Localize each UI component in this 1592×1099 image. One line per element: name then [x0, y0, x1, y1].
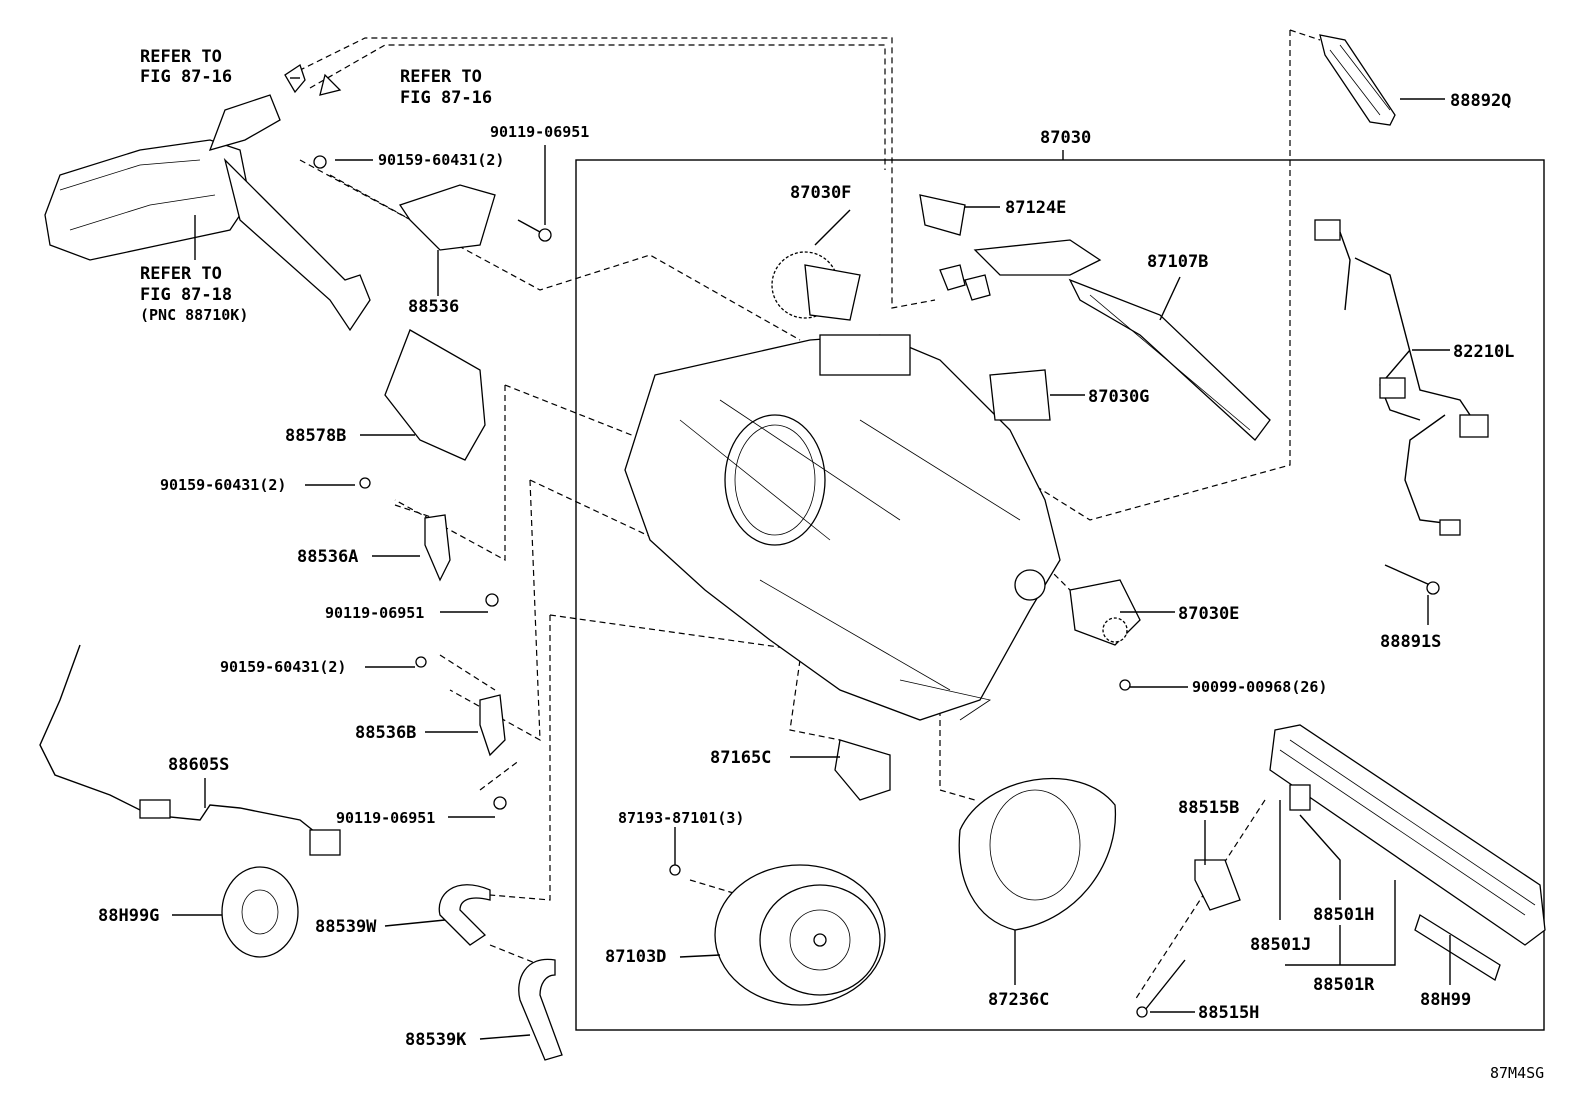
- label-87030f: 87030F: [790, 183, 851, 203]
- label-88h99: 88H99: [1420, 990, 1471, 1010]
- blower-87103d: [669, 864, 886, 1006]
- bolt-88515h: [1144, 959, 1186, 1011]
- label-88539k: 88539K: [405, 1030, 467, 1050]
- part-88515b: [1194, 859, 1241, 911]
- sensor-88891s: [1384, 564, 1431, 586]
- label-88501h: 88501H: [1313, 905, 1374, 925]
- bracket-88536: [398, 184, 496, 251]
- bracket-88h99: [1414, 914, 1501, 981]
- label-88539w: 88539W: [315, 917, 377, 937]
- bracket-88536a: [424, 514, 451, 582]
- resistor-87165c: [834, 739, 891, 801]
- label-87030g: 87030G: [1088, 387, 1149, 407]
- harness-82210l: [1314, 219, 1489, 536]
- seal-88h99g: [221, 866, 299, 958]
- label-90119-06951-low: 90119-06951: [336, 809, 435, 827]
- label-90159-60431-top: 90159-60431(2): [378, 151, 504, 169]
- label-pnc-88710k: (PNC 88710K): [140, 306, 248, 324]
- assembly-frame: [575, 159, 1545, 1031]
- label-refer-87-16-a: REFER TO: [140, 47, 222, 67]
- label-88536a: 88536A: [297, 547, 358, 567]
- servo-87030f: [771, 251, 861, 321]
- label-88h99g: 88H99G: [98, 906, 159, 926]
- insulator-88578b: [384, 329, 486, 461]
- rear-duct-assembly: [44, 63, 371, 332]
- bolt-90159-top: [313, 155, 327, 169]
- label-88501r: 88501R: [1313, 975, 1375, 995]
- servo-87030g: [989, 369, 1051, 421]
- label-refer-87-18-fig: FIG 87-18: [140, 285, 232, 305]
- label-87107b: 87107B: [1147, 252, 1208, 272]
- evaporator-88501: [1269, 724, 1546, 946]
- label-88515b: 88515B: [1178, 798, 1239, 818]
- label-88892q: 88892Q: [1450, 91, 1511, 111]
- label-90099-00968: 90099-00968(26): [1192, 678, 1327, 696]
- heater-core-87107b: [939, 239, 1271, 441]
- label-90159-60431-mid: 90159-60431(2): [160, 476, 286, 494]
- label-87030e: 87030E: [1178, 604, 1239, 624]
- label-87236c: 87236C: [988, 990, 1049, 1010]
- label-refer-87-16-a-fig: FIG 87-16: [140, 67, 232, 87]
- label-refer-87-16-b-fig: FIG 87-16: [400, 88, 492, 108]
- filter-88892q: [1319, 34, 1396, 126]
- label-90159-60431-low: 90159-60431(2): [220, 658, 346, 676]
- label-88536b: 88536B: [355, 723, 416, 743]
- label-87124e: 87124E: [1005, 198, 1066, 218]
- bracket-88536b: [479, 694, 506, 757]
- label-88536: 88536: [408, 297, 459, 317]
- hose-88539w: [438, 884, 491, 946]
- label-88501j: 88501J: [1250, 935, 1311, 955]
- ring-87236c: [958, 777, 1117, 931]
- label-88578b: 88578B: [285, 426, 346, 446]
- label-87030: 87030: [1040, 128, 1091, 148]
- label-88891s: 88891S: [1380, 632, 1441, 652]
- label-82210l: 82210L: [1453, 342, 1514, 362]
- label-87165c: 87165C: [710, 748, 771, 768]
- label-88515h: 88515H: [1198, 1003, 1259, 1023]
- hose-88539k: [518, 958, 563, 1061]
- label-87193-87101: 87193-87101(3): [618, 809, 744, 827]
- label-87103d: 87103D: [605, 947, 666, 967]
- label-88605s: 88605S: [168, 755, 229, 775]
- label-90119-06951-mid: 90119-06951: [325, 604, 424, 622]
- label-90119-06951-top: 90119-06951: [490, 123, 589, 141]
- label-refer-87-18: REFER TO: [140, 264, 222, 284]
- bolt-90119-top: [538, 228, 552, 242]
- figure-code: 87M4SG: [1490, 1064, 1544, 1082]
- part-87124e: [919, 194, 966, 236]
- heater-case-assembly: [624, 334, 1061, 721]
- label-refer-87-16-b: REFER TO: [400, 67, 482, 87]
